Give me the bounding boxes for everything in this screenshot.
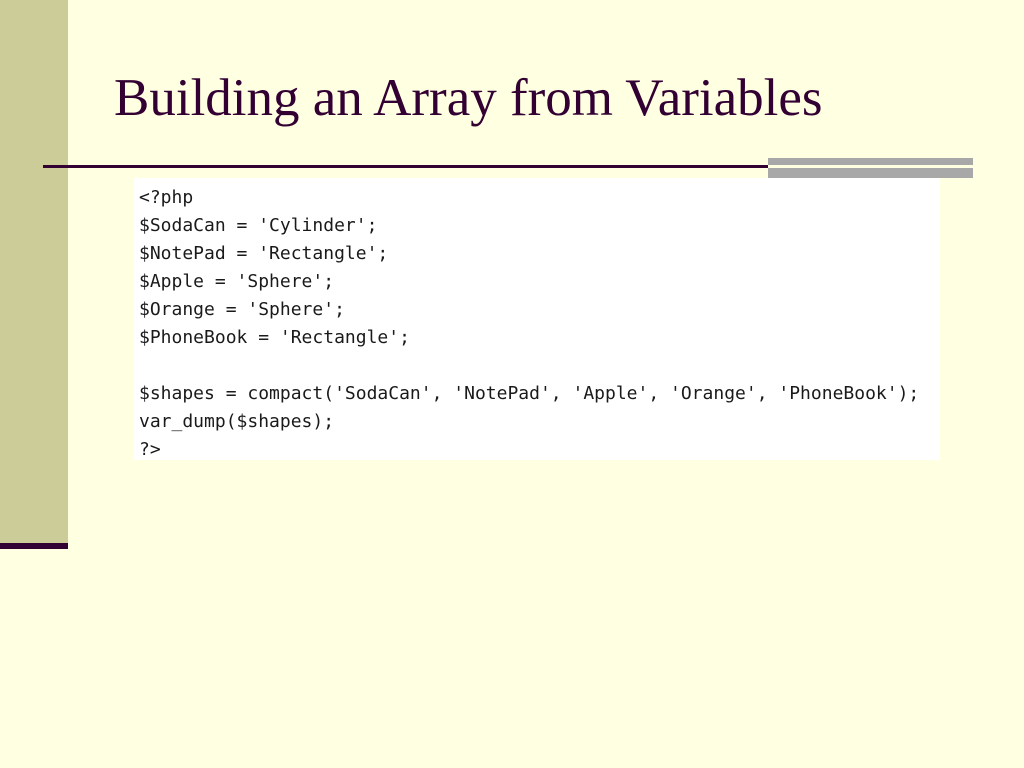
code-line-compact: $shapes = compact('SodaCan', 'NotePad', …	[139, 383, 920, 404]
code-line-var-dump: var_dump($shapes);	[139, 411, 335, 432]
code-line-orange: $Orange = 'Sphere';	[139, 299, 345, 320]
left-side-bar	[0, 0, 68, 544]
code-line-blank	[139, 352, 940, 380]
code-line-apple: $Apple = 'Sphere';	[139, 271, 335, 292]
slide-title: Building an Array from Variables	[114, 69, 823, 127]
code-line-php-close: ?>	[139, 439, 161, 460]
title-divider-rule	[43, 165, 770, 168]
code-line-php-open: <?php	[139, 187, 194, 208]
code-line-phonebook: $PhoneBook = 'Rectangle';	[139, 327, 410, 348]
code-line-sodacan: $SodaCan = 'Cylinder';	[139, 215, 378, 236]
code-line-notepad: $NotePad = 'Rectangle';	[139, 243, 389, 264]
side-bar-bottom-accent	[0, 543, 68, 549]
title-accent-bar	[768, 158, 973, 178]
code-screenshot-panel: <?php $SodaCan = 'Cylinder'; $NotePad = …	[134, 178, 940, 460]
